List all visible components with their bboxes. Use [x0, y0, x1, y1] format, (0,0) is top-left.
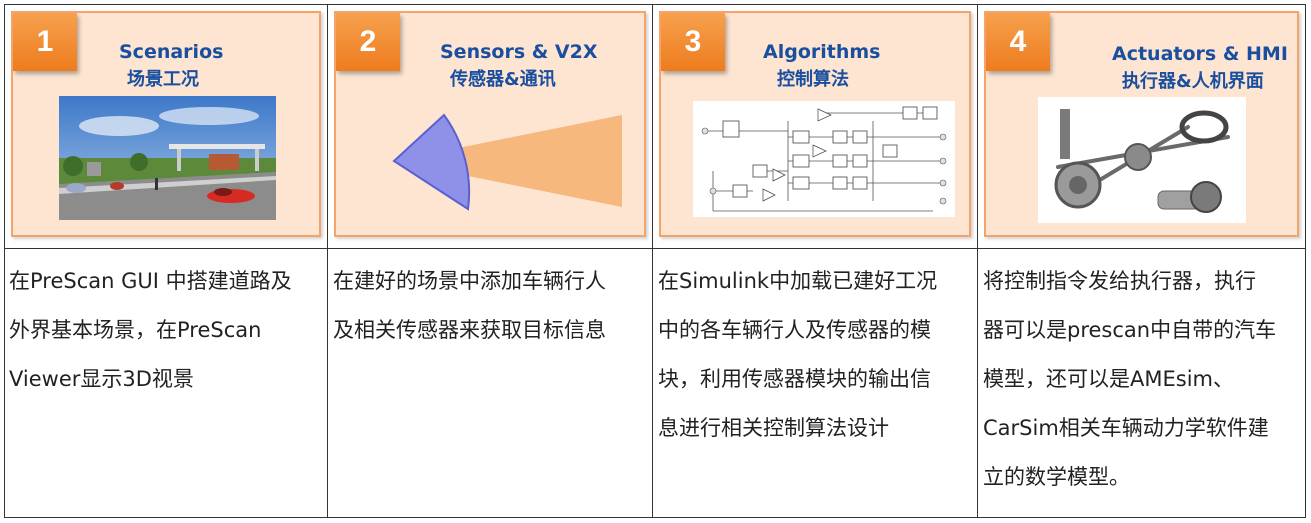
card-title-en: Scenarios	[119, 41, 224, 63]
description-line: 息进行相关控制算法设计	[658, 416, 889, 440]
card-title-en: Sensors & V2X	[440, 41, 598, 63]
card-description: 将控制指令发给执行器，执行 器可以是prescan中自带的汽车 模型，还可以是A…	[983, 257, 1276, 502]
card-title-cn: 执行器&人机界面	[1122, 71, 1264, 92]
description-line: CarSim相关车辆动力学软件建	[983, 416, 1269, 440]
step-badge: 4	[986, 13, 1050, 71]
description-line: 模型，还可以是AMEsim、	[983, 367, 1234, 391]
card-algorithms: 3 Algorithms 控制算法	[659, 11, 971, 237]
card-sensors: 2 Sensors & V2X 传感器&通讯	[334, 11, 646, 237]
description-line: 立的数学模型。	[983, 465, 1130, 489]
description-line: 外界基本场景，在PreScan	[9, 318, 262, 342]
sensor-beam-diagram	[392, 113, 622, 211]
chassis-actuator-image	[1038, 97, 1246, 223]
card-description: 在建好的场景中添加车辆行人 及相关传感器来获取目标信息	[333, 257, 606, 355]
card-actuators: 4 Actuators & HMI 执行器&人机界面	[984, 11, 1299, 237]
row-divider	[5, 248, 1305, 249]
description-line: 在PreScan GUI 中搭建道路及	[9, 269, 292, 293]
card-title-en: Algorithms	[763, 41, 881, 63]
description-line: 在建好的场景中添加车辆行人	[333, 269, 606, 293]
scenario-3d-scene-image	[59, 96, 276, 220]
description-line: 将控制指令发给执行器，执行	[983, 269, 1256, 293]
card-title-cn: 控制算法	[777, 69, 849, 90]
card-title-cn: 传感器&通讯	[450, 69, 556, 90]
card-title-cn: 场景工况	[127, 69, 199, 90]
description-line: Viewer显示3D视景	[9, 367, 194, 391]
card-title-en: Actuators & HMI	[1112, 43, 1288, 65]
card-description: 在PreScan GUI 中搭建道路及 外界基本场景，在PreScan View…	[9, 257, 292, 404]
card-description: 在Simulink中加载已建好工况 中的各车辆行人及传感器的模 块，利用传感器模…	[658, 257, 937, 453]
description-line: 及相关传感器来获取目标信息	[333, 318, 606, 342]
column-scenarios: 1 Scenarios 场景工况	[5, 5, 328, 517]
overview-table: 1 Scenarios 场景工况	[4, 4, 1306, 518]
step-badge: 1	[13, 13, 77, 71]
description-line: 块，利用传感器模块的输出信	[658, 367, 931, 391]
column-algorithms: 3 Algorithms 控制算法	[653, 5, 978, 517]
column-sensors: 2 Sensors & V2X 传感器&通讯 在建好的场景中添加车辆行人 及相关…	[328, 5, 653, 517]
step-badge: 2	[336, 13, 400, 71]
simulink-block-diagram	[693, 101, 955, 217]
card-scenarios: 1 Scenarios 场景工况	[11, 11, 321, 237]
description-line: 在Simulink中加载已建好工况	[658, 269, 938, 293]
description-line: 中的各车辆行人及传感器的模	[658, 318, 931, 342]
column-actuators: 4 Actuators & HMI 执行器&人机界面 将控制指令发给执行器，执行	[978, 5, 1305, 517]
step-badge: 3	[661, 13, 725, 71]
description-line: 器可以是prescan中自带的汽车	[983, 318, 1277, 342]
